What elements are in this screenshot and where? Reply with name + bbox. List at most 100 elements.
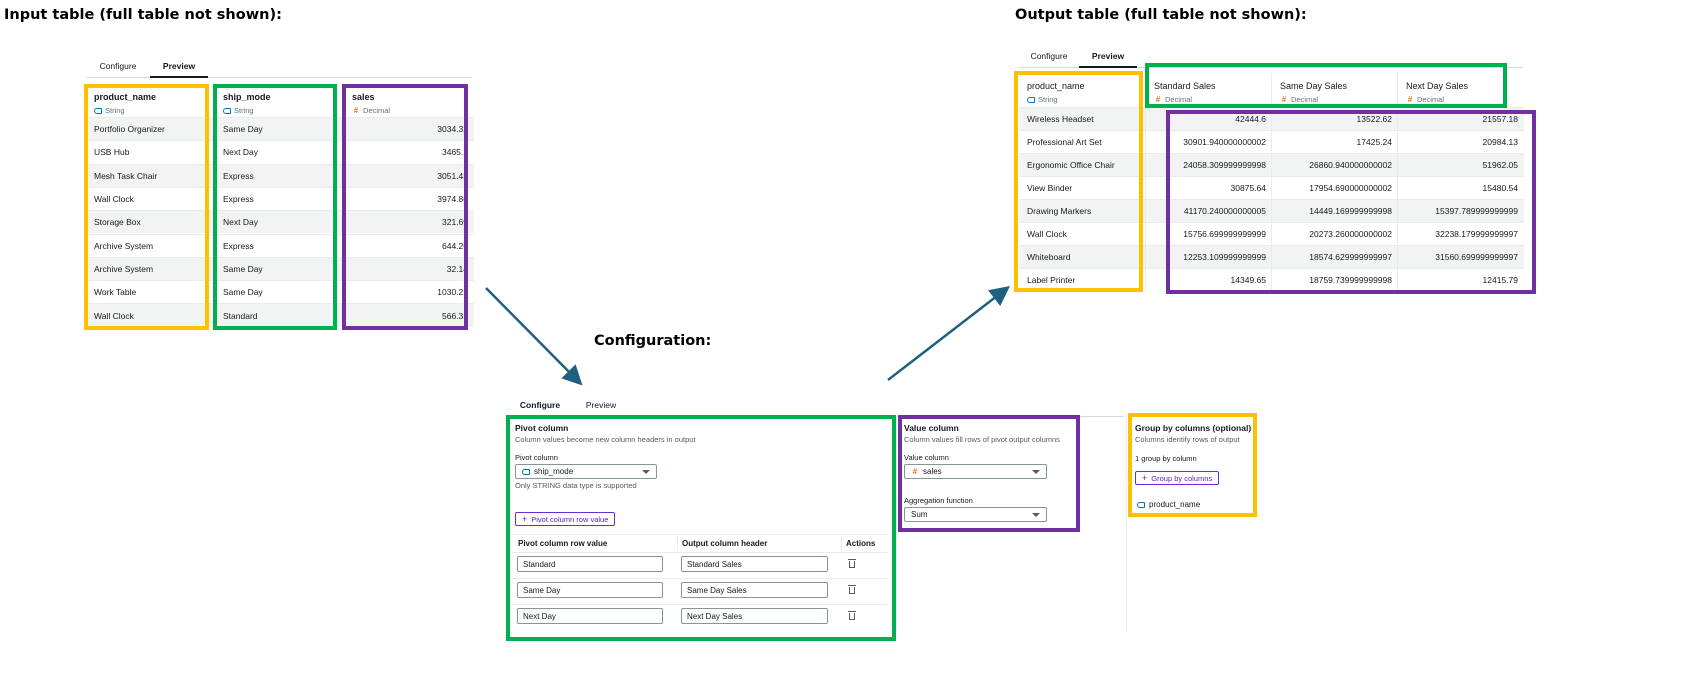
column-header-name: Standard Sales [1154,81,1216,91]
decimal-type-icon: # [1281,95,1287,104]
plus-icon: + [522,514,528,524]
column-type-label: Decimal [1291,95,1319,104]
table-cell: 3974.86 [344,186,474,210]
string-type-icon [1137,501,1145,508]
pivot-row-value-input[interactable]: Same Day [517,582,663,598]
column-type: String [223,106,254,115]
plus-icon: + [1142,473,1148,483]
table-cell: 26860.940000000002 [1272,153,1398,176]
column-header-name: ship_mode [223,92,271,102]
aggregation-select[interactable]: Sum [904,507,1047,522]
trash-icon[interactable] [848,559,856,568]
column-header-name: sales [352,92,375,102]
trash-icon[interactable] [848,611,856,620]
column-type-label: Decimal [1417,95,1445,104]
pivot-row-value-input[interactable]: Standard [517,556,663,572]
pivot-column-value: ship_mode [534,467,574,476]
table-cell: Wireless Headset [1019,107,1145,130]
table-cell: 3465.1 [344,140,474,163]
table-cell: 18759.739999999998 [1272,268,1398,291]
pivot-row-divider [512,604,888,605]
table-cell: Wall Clock [1019,222,1145,245]
column-header-name: product_name [94,92,157,102]
pivot-table-top-line [512,534,888,535]
pivot-row-value-input[interactable]: Next Day [517,608,663,624]
decimal-type-icon: # [1155,95,1161,104]
table-cell: 41170.240000000005 [1146,199,1272,222]
configuration-heading: Configuration: [594,333,712,349]
column-header[interactable]: Same Day Sales#Decimal [1272,73,1398,107]
column-header[interactable]: sales#Decimal [344,84,474,117]
group-title: Group by columns (optional) [1135,423,1252,433]
table-cell: Archive System [86,256,213,281]
table-cell: 24058.309999999998 [1146,153,1272,176]
value-column-select[interactable]: # sales [904,464,1047,479]
tab-configure[interactable]: Configure [99,61,137,71]
table-cell: 30875.64 [1146,176,1272,199]
output-tabs: Configure Preview [1019,45,1523,68]
table-cell: Same Day [215,256,342,281]
table-cell: Next Day [215,210,342,234]
group-by-column-name: product_name [1149,500,1201,509]
column-type-label: String [1038,95,1058,104]
column-type: #Decimal [1154,95,1192,104]
string-type-icon [522,468,530,475]
trash-icon[interactable] [848,585,856,594]
value-column-value: sales [923,467,942,476]
decimal-type-icon: # [353,106,359,115]
string-type-icon [223,107,231,114]
input-table-heading: Input table (full table not shown): [4,7,282,23]
output-column-header-input[interactable]: Standard Sales [681,556,828,572]
output-column-header-input[interactable]: Same Day Sales [681,582,828,598]
column-type: String [94,106,125,115]
column-type-label: String [234,106,254,115]
chevron-down-icon [642,470,650,474]
add-group-by-button[interactable]: + Group by columns [1135,471,1220,485]
pivot-table-header: Output column header [682,539,768,548]
table-cell: 644.26 [344,233,474,257]
column-header[interactable]: Standard Sales #Decimal [1146,73,1272,107]
table-cell: 17954.690000000002 [1272,176,1398,199]
column-type-label: String [105,106,125,115]
table-cell: Archive System [86,233,213,257]
chevron-down-icon [1032,470,1040,474]
table-cell: Portfolio Organizer [86,117,213,141]
pivot-subtitle: Column values become new column headers … [515,435,696,444]
pivot-row-divider [512,552,888,553]
group-count: 1 group by column [1135,454,1197,463]
table-cell: 14349.65 [1146,268,1272,291]
tab-preview[interactable]: Preview [585,400,617,410]
pivot-field-label: Pivot column [515,453,558,462]
pivot-table-header: Actions [846,539,876,548]
tab-preview[interactable]: Preview [150,55,208,78]
tab-configure[interactable]: Configure [508,394,572,417]
table-cell: Whiteboard [1019,245,1145,268]
table-cell: 15756.699999999999 [1146,222,1272,245]
column-header-name: Next Day Sales [1406,81,1469,91]
tab-preview[interactable]: Preview [1079,45,1137,68]
config-divider-2 [1126,416,1127,632]
pivot-title: Pivot column [515,423,569,433]
table-cell: 3034.32 [344,117,474,141]
add-pivot-row-value-button[interactable]: + Pivot column row value [515,512,616,526]
column-type: # Decimal [1280,95,1318,104]
table-cell: Drawing Markers [1019,199,1145,222]
table-cell: Next Day [215,140,342,163]
decimal-type-icon: # [912,467,918,476]
add-group-by-label: Group by columns [1151,473,1213,483]
tab-configure[interactable]: Configure [1030,51,1068,61]
table-cell: 566.31 [344,303,474,327]
table-cell: 20984.13 [1398,130,1524,153]
pivot-column-select[interactable]: ship_mode [515,464,657,479]
output-column-header-input[interactable]: Next Day Sales [681,608,828,624]
aggregation-label: Aggregation function [904,496,973,505]
config-divider-1 [896,416,897,632]
value-field-label: Value column [904,453,949,462]
table-cell: Same Day [215,117,342,141]
